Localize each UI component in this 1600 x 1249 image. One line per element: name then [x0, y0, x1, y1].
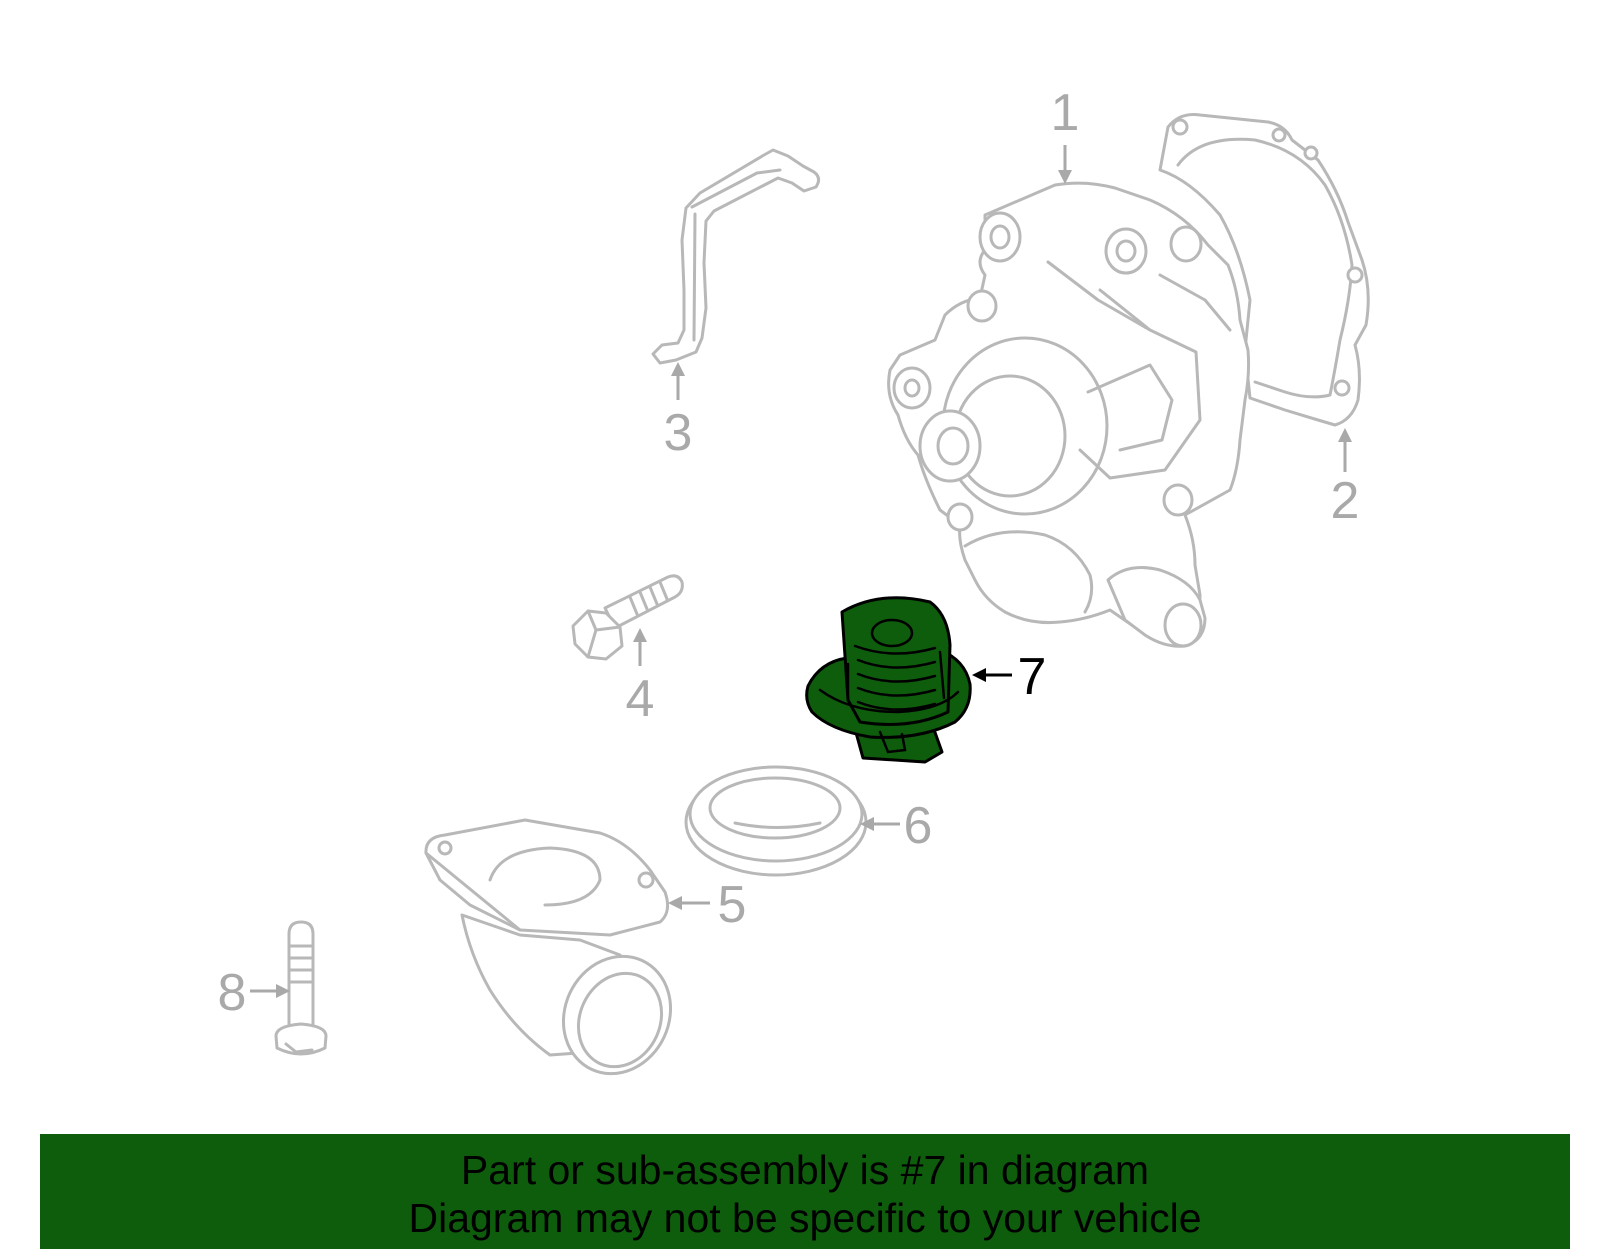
callout-8: 8 [218, 964, 247, 1022]
leader-2 [1338, 428, 1352, 472]
leader-1 [1058, 145, 1072, 184]
bracket-pipe-part-3 [651, 148, 821, 365]
callout-2: 2 [1331, 472, 1360, 530]
flange-bolt-part-8 [274, 920, 328, 1056]
leader-8 [250, 984, 290, 998]
callout-6: 6 [904, 797, 933, 855]
thermostat-housing-part-5 [424, 818, 673, 1076]
water-pump-part-1 [887, 181, 1251, 648]
banner-line-part-number: Part or sub-assembly is #7 in diagram [460, 1147, 1150, 1193]
leader-4 [633, 628, 647, 666]
callout-3: 3 [664, 404, 693, 462]
banner-line-disclaimer: Diagram may not be specific to your vehi… [408, 1195, 1202, 1241]
thermostat-part-7-highlighted [805, 596, 972, 764]
leader-7 [972, 668, 1012, 682]
leader-5 [668, 896, 710, 910]
notice-banner: Part or sub-assembly is #7 in diagram Di… [40, 1134, 1570, 1249]
bolt-part-4 [571, 574, 684, 661]
pump-gasket-part-2 [1158, 113, 1370, 427]
leader-3 [671, 362, 685, 400]
callout-4: 4 [626, 670, 655, 728]
callout-7: 7 [1018, 648, 1047, 706]
callout-5: 5 [718, 876, 747, 934]
gasket-ring-part-6 [684, 765, 868, 877]
leader-6 [860, 817, 900, 831]
callout-1: 1 [1051, 84, 1080, 142]
